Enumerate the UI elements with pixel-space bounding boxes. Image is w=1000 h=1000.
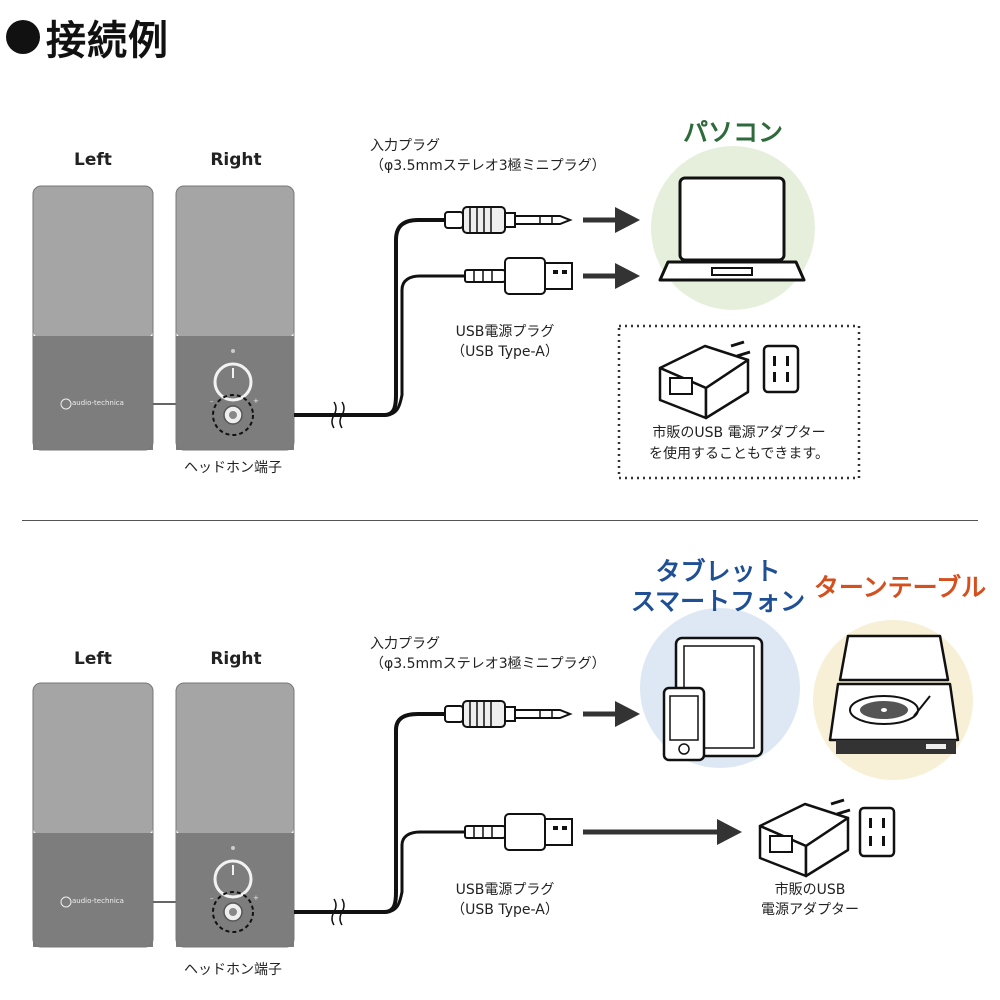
svg-text:+: + [253,894,259,902]
page-title-text: 接続例 [46,18,169,64]
pc-title: パソコン [682,118,783,147]
mini-plug-1 [444,206,573,234]
usb-plug-label-line1: USB電源プラグ [455,882,555,898]
usb-plug-2 [464,813,573,851]
arrow-1b [583,263,640,289]
usb-plug-label: USB電源プラグ （USB Type-A） [430,880,580,920]
brand-logo: audio-technica [72,399,124,407]
right-speaker-label: Right [210,150,262,170]
input-plug-label-line1: 入力プラグ [370,636,440,652]
brand-logo: audio-technica [72,897,124,905]
page-title: 接続例 [6,8,169,66]
usb-adapter-icon-2 [758,798,851,878]
tablet-title-line1: タブレット [655,557,781,586]
usb-plug-label-line1: USB電源プラグ [455,324,555,340]
bullet-icon [6,20,40,54]
turntable-title: ターンテーブル [813,573,987,602]
input-plug-label-line2: （φ3.5mmステレオ3極ミニプラグ） [370,656,606,672]
usb-adapter-label-line1: 市販のUSB [774,882,846,898]
right-speaker-1: – + [175,185,295,451]
turntable-icon [828,634,960,754]
svg-text:–: – [210,397,214,405]
input-plug-label-line2: （φ3.5mmステレオ3極ミニプラグ） [370,158,606,174]
usb-plug-label-line2: （USB Type-A） [451,344,559,360]
wall-outlet-icon-2 [858,806,896,858]
svg-text:–: – [210,894,214,902]
input-plug-label: 入力プラグ （φ3.5mmステレオ3極ミニプラグ） [370,634,606,674]
usb-adapter-label: 市販のUSB 電源アダプター [745,880,875,920]
input-plug-label-line1: 入力プラグ [370,138,440,154]
section-divider [22,520,978,521]
right-speaker-label: Right [210,649,262,669]
audio-cable-1 [294,218,445,417]
mini-plug-2 [444,700,573,728]
laptop-icon [658,176,806,282]
svg-text:+: + [253,397,259,405]
tablet-title: タブレット スマートフォン [630,557,806,617]
wall-outlet-icon-1 [762,344,800,394]
usb-cable-1 [294,274,465,417]
usb-plug-label-line2: （USB Type-A） [451,902,559,918]
input-plug-label: 入力プラグ （φ3.5mmステレオ3極ミニプラグ） [370,136,606,176]
adapter-note-line1: 市販のUSB 電源アダプター [652,425,826,441]
headphone-jack-label: ヘッドホン端子 [184,962,282,978]
usb-adapter-icon-1 [658,340,751,420]
usb-adapter-label-line2: 電源アダプター [761,902,859,918]
arrow-2a [583,701,640,727]
arrow-2b [583,819,742,845]
arrow-1a [583,207,640,233]
headphone-jack-label: ヘッドホン端子 [184,460,282,476]
usb-plug-1 [464,257,573,295]
right-speaker-2: – + [175,682,295,948]
adapter-note: 市販のUSB 電源アダプター を使用することもできます。 [619,423,859,465]
tablet-title-line2: スマートフォン [630,587,806,616]
left-speaker-2 [32,682,154,948]
usb-cable-2 [294,830,465,914]
left-speaker-1 [32,185,154,451]
usb-plug-label: USB電源プラグ （USB Type-A） [430,322,580,362]
left-speaker-label: Left [74,150,112,170]
left-speaker-label: Left [74,649,112,669]
adapter-option-box [617,324,861,480]
adapter-note-line2: を使用することもできます。 [648,446,830,462]
smartphone-icon [662,686,706,762]
audio-cable-2 [294,712,445,914]
